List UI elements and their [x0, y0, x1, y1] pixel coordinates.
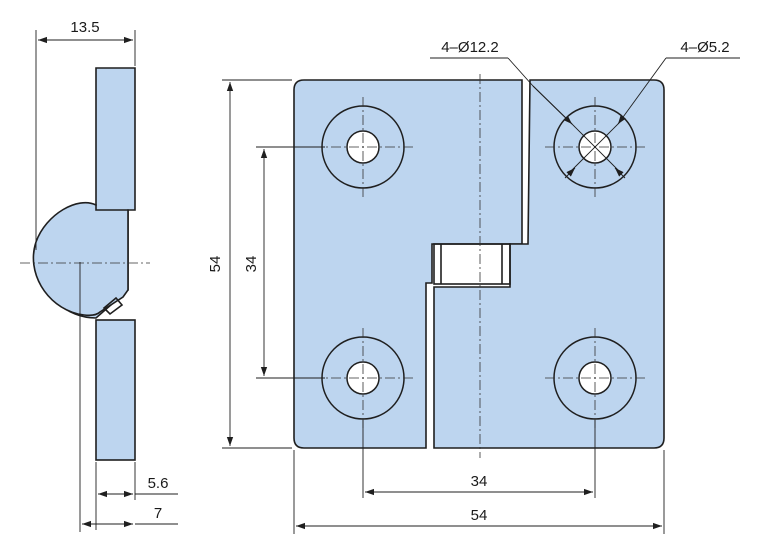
- front-view-knuckle: [433, 243, 511, 285]
- dim-total-height: 54: [207, 256, 224, 273]
- dim-hole-pitch-horizontal: 34: [471, 473, 488, 490]
- dim-side-thickness: 13.5: [70, 19, 99, 36]
- front-view-left-leaf: [293, 79, 523, 449]
- side-view: 13.5 5.6 7: [20, 19, 178, 532]
- callout-leader-12-2-ext: [532, 85, 573, 125]
- dim-total-width: 54: [471, 507, 488, 524]
- dim-offset: 7: [154, 505, 162, 522]
- dim-leaf-thickness: 5.6: [148, 475, 169, 492]
- callout-through-hole: 4–Ø5.2: [680, 39, 729, 56]
- arrow-lower-right: [614, 167, 626, 179]
- side-view-tab: [102, 296, 124, 316]
- callout-leader-5-2: [617, 57, 667, 125]
- side-view-lower-leaf: [95, 319, 136, 461]
- callout-counterbore: 4–Ø12.2: [441, 39, 499, 56]
- front-view: 4–Ø12.2 4–Ø5.2 54 34 34 54: [207, 39, 740, 534]
- side-view-knuckle: [32, 201, 129, 317]
- front-view-right-leaf: [433, 79, 665, 449]
- callout-bend-12-2: [507, 57, 534, 87]
- dim-hole-pitch-vertical: 34: [243, 256, 260, 273]
- callout-diagonal-b: [567, 119, 623, 175]
- arrow-lower-left: [564, 167, 576, 179]
